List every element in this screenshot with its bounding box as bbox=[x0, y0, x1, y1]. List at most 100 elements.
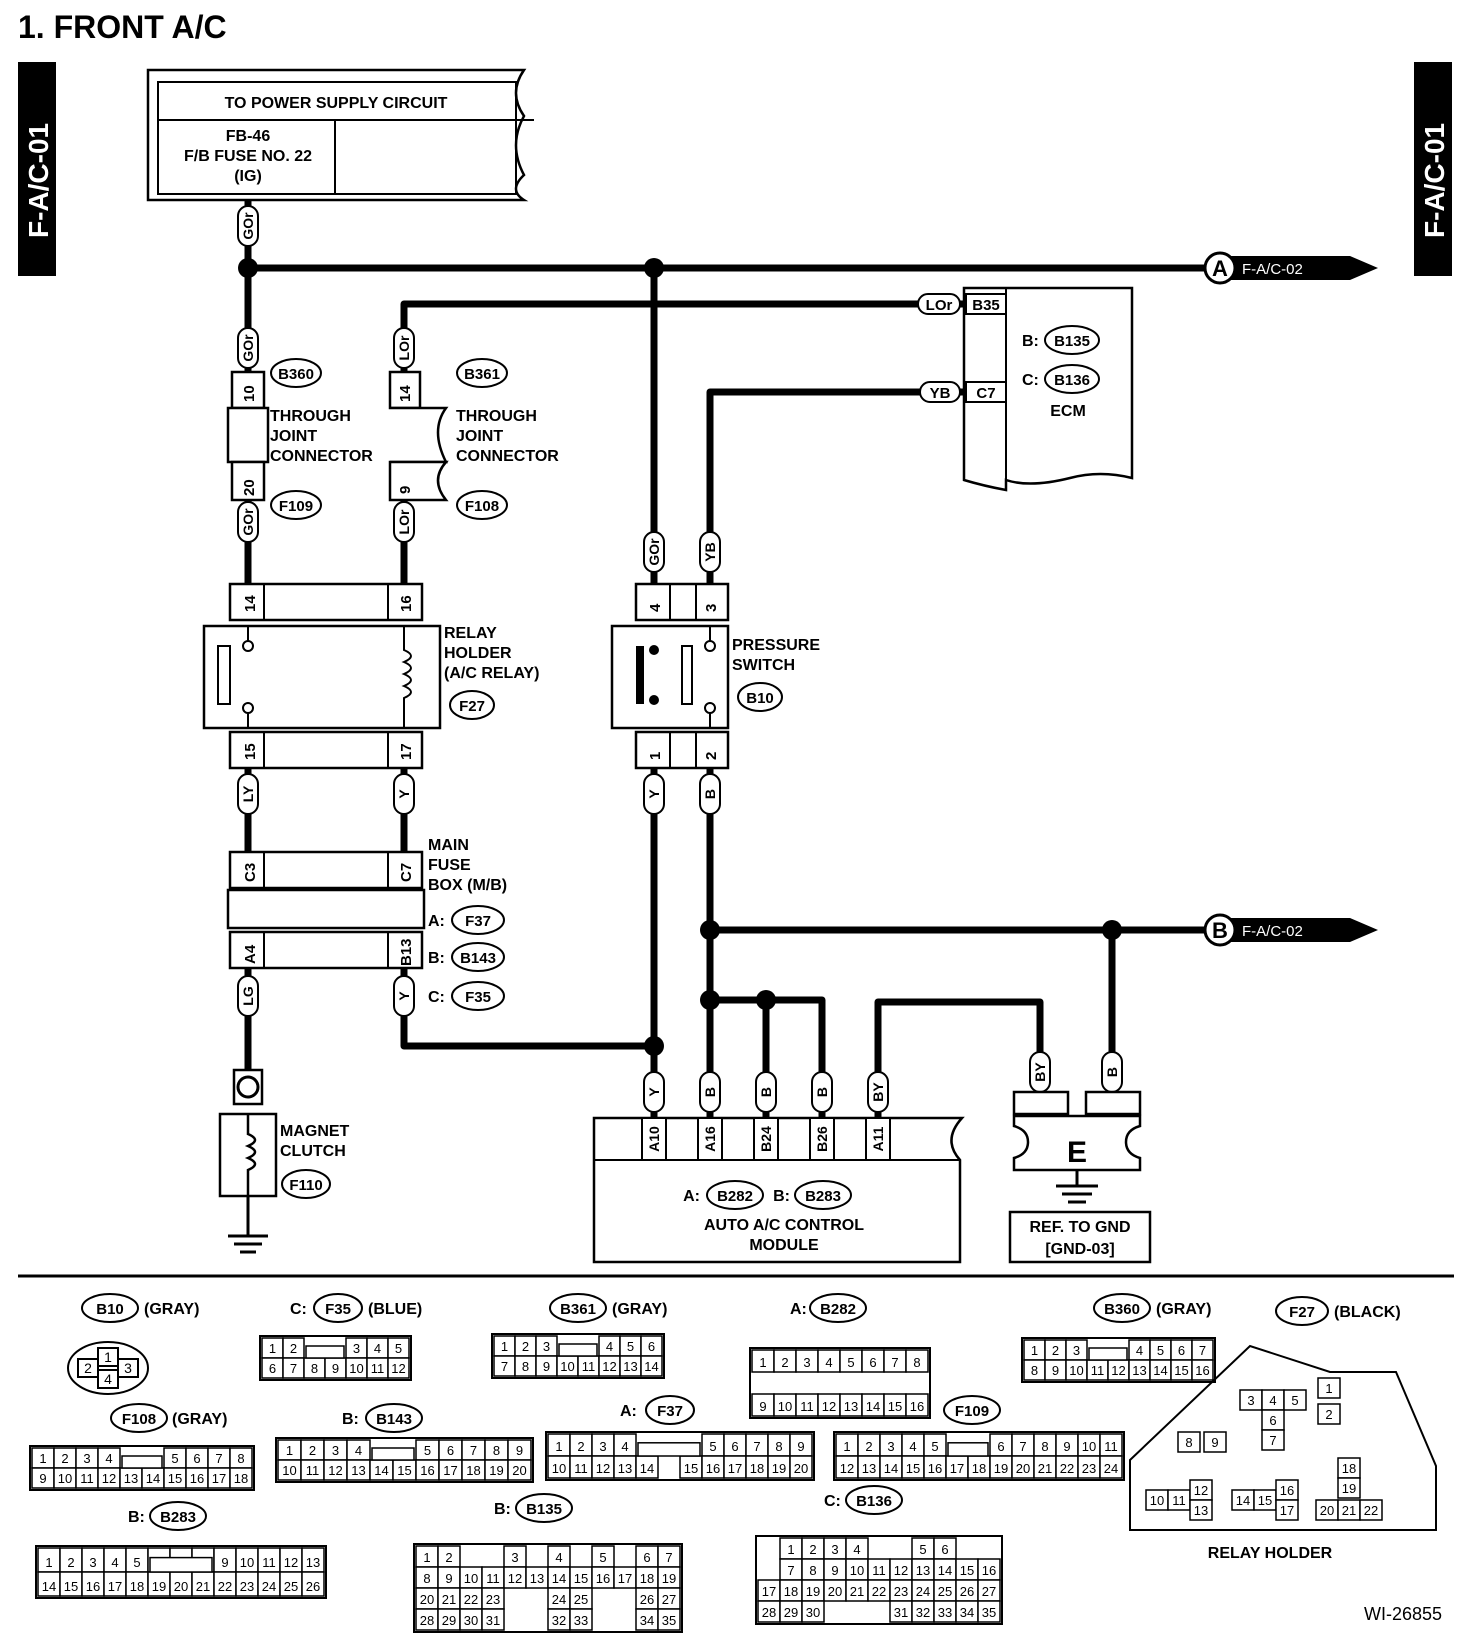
svg-text:14: 14 bbox=[866, 1399, 880, 1414]
relay-cell-14: 14 bbox=[1231, 1489, 1255, 1511]
legend-b10-pin3: 3 bbox=[124, 1360, 132, 1376]
relay-cell-18: 18 bbox=[1337, 1457, 1361, 1479]
svg-text:8: 8 bbox=[913, 1355, 920, 1370]
wire-label-tj-right-bottom: LOr bbox=[393, 501, 415, 543]
svg-text:18: 18 bbox=[466, 1463, 480, 1478]
svg-text:5: 5 bbox=[395, 1341, 402, 1356]
relay-cell-21: 21 bbox=[1337, 1499, 1361, 1521]
svg-text:6: 6 bbox=[648, 1339, 655, 1354]
svg-text:30: 30 bbox=[464, 1613, 478, 1628]
svg-text:32: 32 bbox=[916, 1605, 930, 1620]
legend-b283-name: B283 bbox=[160, 1509, 196, 1526]
svg-text:13: 13 bbox=[618, 1461, 632, 1476]
svg-text:B26: B26 bbox=[814, 1126, 830, 1152]
ecm-wire-c7: YB bbox=[930, 385, 951, 402]
wire-label-module-0: Y bbox=[643, 1071, 665, 1113]
svg-text:2: 2 bbox=[522, 1339, 529, 1354]
svg-text:16: 16 bbox=[190, 1471, 204, 1486]
through-joint-left: 10 20 B360 F109 THROUGH JOINT CONNECTOR bbox=[226, 358, 373, 520]
svg-text:31: 31 bbox=[894, 1605, 908, 1620]
svg-text:5: 5 bbox=[133, 1555, 140, 1570]
legend-b10-pin2: 2 bbox=[84, 1360, 92, 1376]
svg-text:5: 5 bbox=[599, 1550, 606, 1565]
svg-text:2: 2 bbox=[309, 1443, 316, 1458]
svg-text:5: 5 bbox=[709, 1439, 716, 1454]
svg-text:7: 7 bbox=[290, 1361, 297, 1376]
svg-text:11: 11 bbox=[1104, 1439, 1118, 1454]
wire-label-relay-17: Y bbox=[393, 773, 415, 815]
svg-text:15: 15 bbox=[64, 1579, 78, 1594]
svg-text:17: 17 bbox=[762, 1584, 776, 1599]
mfb-label1: MAIN bbox=[428, 837, 469, 854]
svg-text:24: 24 bbox=[916, 1584, 930, 1599]
svg-text:20: 20 bbox=[828, 1584, 842, 1599]
svg-text:GOr: GOr bbox=[240, 334, 256, 362]
svg-text:13: 13 bbox=[916, 1563, 930, 1578]
svg-text:10: 10 bbox=[1069, 1363, 1083, 1378]
svg-text:10: 10 bbox=[58, 1471, 72, 1486]
svg-text:33: 33 bbox=[938, 1605, 952, 1620]
svg-text:15: 15 bbox=[1174, 1363, 1188, 1378]
legend-b10-color: (GRAY) bbox=[144, 1301, 199, 1318]
wire-label-ground-left: BY bbox=[1029, 1051, 1051, 1093]
svg-text:35: 35 bbox=[982, 1605, 996, 1620]
svg-text:11: 11 bbox=[262, 1555, 276, 1570]
legend-b282-prefix: A: bbox=[790, 1301, 807, 1318]
page-title: 1. FRONT A/C bbox=[18, 9, 227, 45]
tj-left-label1: THROUGH bbox=[270, 408, 351, 425]
power-supply-box: TO POWER SUPPLY CIRCUIT FB-46 F/B FUSE N… bbox=[146, 68, 534, 202]
svg-text:B: B bbox=[702, 1087, 718, 1097]
svg-text:11: 11 bbox=[1091, 1363, 1105, 1378]
svg-text:16: 16 bbox=[706, 1461, 720, 1476]
svg-text:4: 4 bbox=[355, 1443, 362, 1458]
svg-text:13: 13 bbox=[306, 1555, 320, 1570]
relay-cell-7: 7 bbox=[1261, 1429, 1285, 1451]
svg-text:34: 34 bbox=[640, 1613, 654, 1628]
relay-cell-5: 5 bbox=[1283, 1389, 1307, 1411]
ps-pin-2: 2 bbox=[703, 752, 720, 760]
svg-text:LG: LG bbox=[240, 986, 256, 1006]
svg-text:4: 4 bbox=[105, 1451, 112, 1466]
mfb-conn-b: B143 bbox=[460, 950, 496, 967]
svg-text:19: 19 bbox=[994, 1461, 1008, 1476]
legend-f35-color: (BLUE) bbox=[368, 1301, 422, 1318]
svg-text:11: 11 bbox=[582, 1359, 596, 1374]
tj-left-conn-bottom: F109 bbox=[279, 498, 313, 515]
svg-text:21: 21 bbox=[1342, 1503, 1356, 1518]
svg-text:12: 12 bbox=[508, 1571, 522, 1586]
svg-text:2: 2 bbox=[781, 1355, 788, 1370]
svg-text:13: 13 bbox=[623, 1359, 637, 1374]
legend-b361-color: (GRAY) bbox=[612, 1301, 667, 1318]
svg-text:20: 20 bbox=[512, 1463, 526, 1478]
svg-text:3: 3 bbox=[89, 1555, 96, 1570]
svg-text:34: 34 bbox=[960, 1605, 974, 1620]
svg-text:30: 30 bbox=[806, 1605, 820, 1620]
ground-block: E REF. TO GND [GND-03] bbox=[1008, 1090, 1152, 1264]
svg-text:21: 21 bbox=[196, 1579, 210, 1594]
svg-text:13: 13 bbox=[862, 1461, 876, 1476]
svg-text:6: 6 bbox=[269, 1361, 276, 1376]
svg-text:18: 18 bbox=[640, 1571, 654, 1586]
ecm-wire-b35: LOr bbox=[926, 297, 953, 314]
module-prefix-a: A: bbox=[683, 1188, 700, 1205]
wire-label-ground-right: B bbox=[1101, 1051, 1123, 1093]
ps-pin-3: 3 bbox=[703, 604, 720, 612]
svg-text:11: 11 bbox=[800, 1399, 814, 1414]
mfb-label3: BOX (M/B) bbox=[428, 877, 507, 894]
svg-text:5: 5 bbox=[847, 1355, 854, 1370]
svg-text:16: 16 bbox=[1280, 1483, 1294, 1498]
svg-text:GOr: GOr bbox=[646, 538, 662, 566]
mfb-pin-a4: A4 bbox=[242, 944, 259, 964]
svg-text:10: 10 bbox=[778, 1399, 792, 1414]
relay-cell-16: 16 bbox=[1275, 1479, 1299, 1501]
svg-text:10: 10 bbox=[850, 1563, 864, 1578]
svg-text:2: 2 bbox=[865, 1439, 872, 1454]
side-tab-left: F-A/C-01 bbox=[18, 62, 56, 276]
drawing-number: WI-26855 bbox=[1364, 1604, 1442, 1624]
svg-text:5: 5 bbox=[424, 1443, 431, 1458]
ps-label2: SWITCH bbox=[732, 657, 795, 674]
svg-text:20: 20 bbox=[174, 1579, 188, 1594]
